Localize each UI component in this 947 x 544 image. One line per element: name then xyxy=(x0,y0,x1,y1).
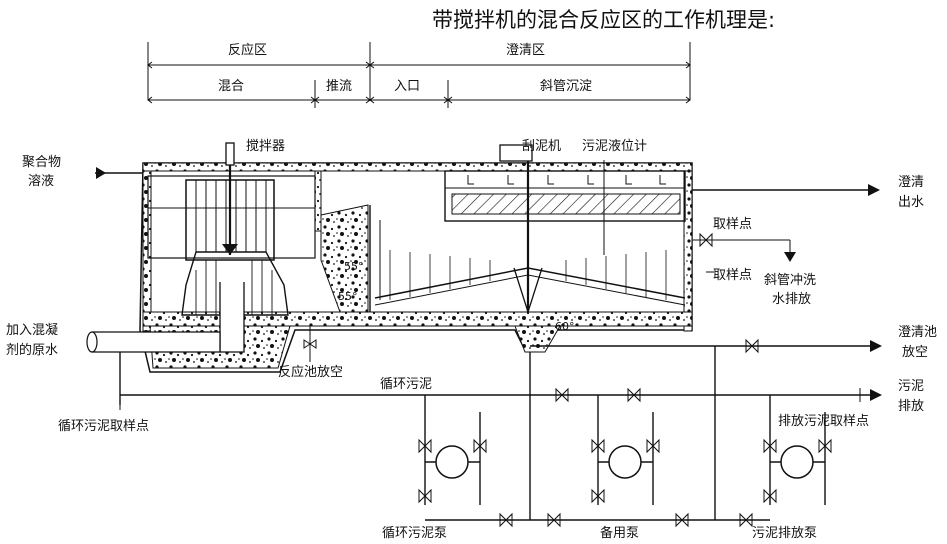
zone-mixing-label: 混合 xyxy=(218,79,244,94)
raw-water-label-2: 剂的原水 xyxy=(6,342,58,358)
sampling-valve-1-icon xyxy=(699,232,713,248)
recirc-sampling-label: 循环污泥取样点 xyxy=(58,419,149,434)
tube-flush-label-2: 水排放 xyxy=(772,292,811,307)
clear-water-label-2: 出水 xyxy=(898,195,924,210)
polymer-label-2: 溶液 xyxy=(28,174,54,189)
recirc-sludge-label: 循环污泥 xyxy=(380,377,432,392)
sludge-discharge-label-1: 污泥 xyxy=(898,379,924,394)
clear-water-label-1: 澄清 xyxy=(898,175,924,190)
angle-label-hopper: 60° xyxy=(555,320,575,333)
clarifier-drain-label-2: 放空 xyxy=(902,345,928,360)
clarifier-drain-label-1: 澄清池 xyxy=(898,325,937,340)
clarifier-internals xyxy=(369,144,686,315)
sampling-point-1-label: 取样点 xyxy=(713,217,752,232)
zone-inlet-label: 入口 xyxy=(394,79,420,94)
zone-tube-settling-label: 斜管沉淀 xyxy=(540,79,592,94)
clarifier-drain-arrow-icon xyxy=(870,340,882,352)
sludge-discharge-arrow-icon xyxy=(870,389,882,401)
reactor-drain-label: 反应池放空 xyxy=(278,364,343,380)
agitator-label: 搅拌器 xyxy=(246,138,285,154)
angle-label-upper: 55° xyxy=(344,260,364,273)
standby-pump-label: 备用泵 xyxy=(600,525,639,541)
pump-standby-icon xyxy=(591,438,660,504)
sampling-point-2-label: 取样点 xyxy=(713,268,752,283)
discharge-pump-label: 污泥排放泵 xyxy=(752,526,817,541)
scraper-label: 刮泥机 xyxy=(522,139,561,154)
reactor-drain-valve-icon xyxy=(303,339,317,349)
angle-label-lower: 55° xyxy=(338,290,358,303)
tube-flush-label-1: 斜管冲洗 xyxy=(764,273,816,288)
pump-discharge-icon xyxy=(763,438,832,504)
clear-water-arrow-icon xyxy=(868,184,880,196)
zone-clarification-label: 澄清区 xyxy=(506,43,545,58)
zone-plugflow-label: 推流 xyxy=(326,79,352,94)
zone-reaction-label: 反应区 xyxy=(228,42,267,58)
sludge-discharge-label-2: 排放 xyxy=(898,399,924,414)
discharge-sampling-label: 排放污泥取样点 xyxy=(778,414,869,429)
zone-dimensions xyxy=(147,42,691,108)
polymer-arrow-icon xyxy=(96,167,106,179)
polymer-label-1: 聚合物 xyxy=(22,155,61,170)
page-title: 带搅拌机的混合反应区的工作机理是: xyxy=(432,8,775,32)
mixing-chamber xyxy=(147,142,316,353)
raw-water-label-1: 加入混凝 xyxy=(6,322,58,338)
recirc-pump-label: 循环污泥泵 xyxy=(382,526,447,541)
raw-water-pipe xyxy=(86,331,221,353)
pump-recirc-icon xyxy=(418,438,487,504)
sludge-level-meter-label: 污泥液位计 xyxy=(582,139,647,154)
sludge-piping xyxy=(119,338,870,528)
tube-flush-arrow-icon xyxy=(784,252,796,262)
